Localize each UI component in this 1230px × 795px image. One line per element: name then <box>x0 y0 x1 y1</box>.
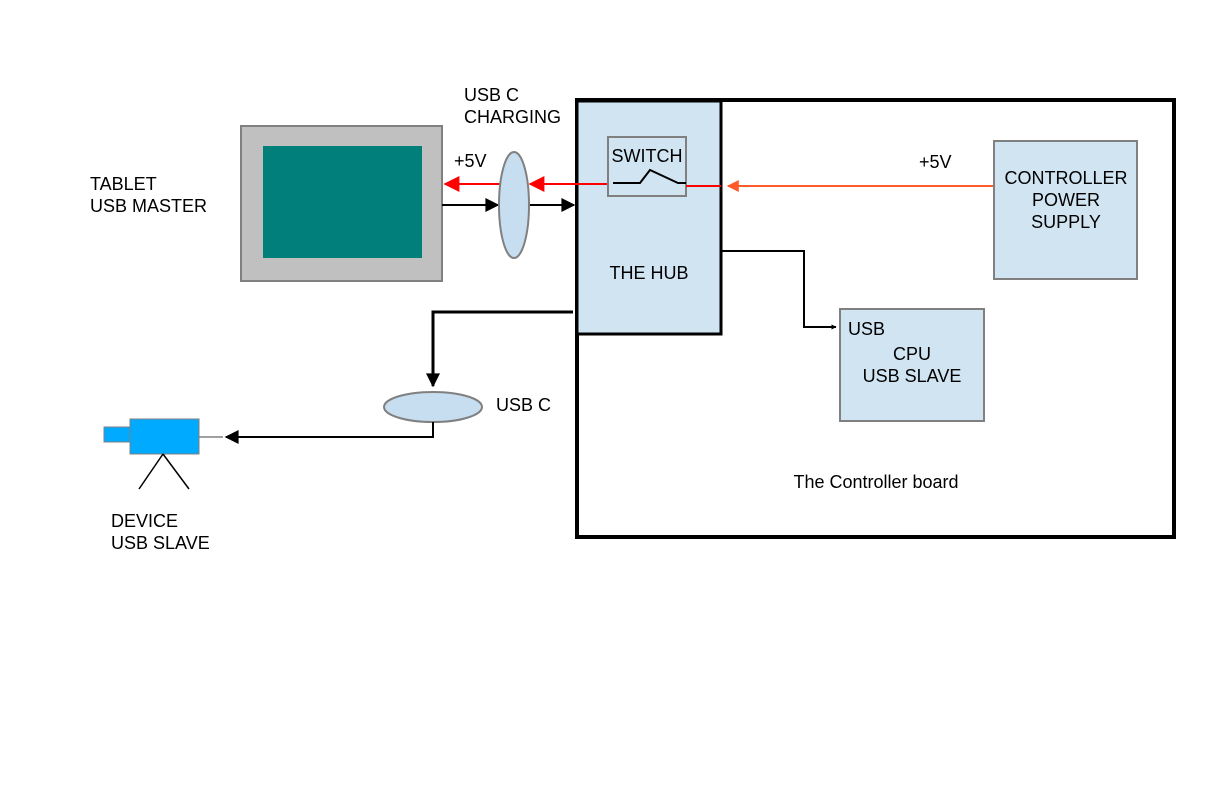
hub-label: THE HUB <box>609 263 688 283</box>
usb-c-charging-connector <box>498 151 530 259</box>
usb-c-charging-label-line1: USB C <box>464 85 519 105</box>
power-supply-box <box>993 140 1138 280</box>
power-supply-label-line2: POWER <box>1032 190 1100 210</box>
camera-icon <box>103 418 223 490</box>
usb-c-to-device-line <box>224 422 434 444</box>
device-label-line2: USB SLAVE <box>111 533 210 553</box>
usb-c-label: USB C <box>496 395 551 415</box>
switch-label: SWITCH <box>612 146 683 166</box>
tablet-label-line1: TABLET <box>90 174 157 194</box>
tablet-icon <box>240 125 443 282</box>
plus5v-left-label: +5V <box>454 151 487 171</box>
power-supply-label-line3: SUPPLY <box>1031 212 1101 232</box>
power-supply-label-line1: CONTROLLER <box>1004 168 1127 188</box>
controller-board-label: The Controller board <box>793 472 958 492</box>
switch-symbol <box>613 168 686 184</box>
device-label-line1: DEVICE <box>111 511 178 531</box>
switch-box <box>607 136 687 197</box>
usb-c-charging-label-line2: CHARGING <box>464 107 561 127</box>
hub-box <box>575 99 723 336</box>
usb-c-connector <box>383 391 483 423</box>
hub-to-usb-c-line <box>426 310 573 388</box>
cpu-usb-port-label: USB <box>848 319 885 339</box>
hub-to-cpu-line <box>721 250 837 330</box>
plus5v-right-label: +5V <box>919 152 952 172</box>
tablet-label-line2: USB MASTER <box>90 196 207 216</box>
cpu-label-line2: USB SLAVE <box>863 366 962 386</box>
cpu-label-line1: CPU <box>893 344 931 364</box>
cpu-box <box>839 308 985 422</box>
